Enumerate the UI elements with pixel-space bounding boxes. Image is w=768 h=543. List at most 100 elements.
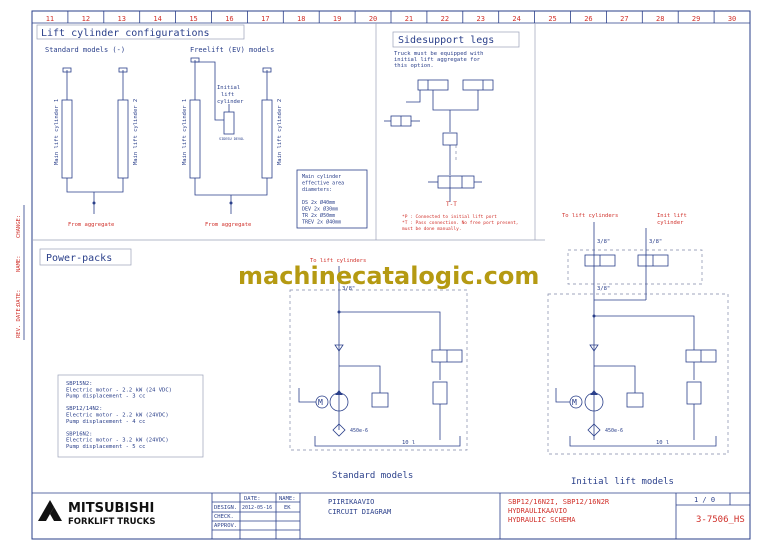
initial-valve-block-boundary — [567, 249, 703, 285]
pipe-node — [92, 201, 96, 205]
initial-cyl-small-label: SIDESU DEVOL — [219, 137, 244, 141]
motor-lead — [298, 388, 316, 403]
sidesupport-title: Sidesupport legs — [398, 35, 494, 46]
diameter-line: diameters: — [302, 187, 332, 193]
throttle-valve — [432, 381, 448, 405]
check-label: CHECK. — [214, 514, 234, 520]
powerpack-specs-box — [57, 374, 204, 458]
powerpack-spec-line: SBP16N2: — [66, 431, 93, 437]
grid-number: 24 — [512, 15, 520, 23]
filter-label: 450e-6 — [605, 428, 623, 434]
design-name: EK — [284, 505, 291, 511]
grid-number: 30 — [728, 15, 736, 23]
freelift-models-heading: Freelift (EV) models — [190, 46, 274, 54]
grid-number: 25 — [548, 15, 556, 23]
sidesupport-cylinders — [406, 79, 494, 132]
from-aggregate-freelift: From aggregate — [205, 222, 251, 228]
diameter-line: Main cylinder — [302, 174, 341, 180]
diameter-line: TREV 2x Ø40mm — [302, 219, 341, 226]
sidesupport-footnote-1: *P : Connected to initial lift port — [402, 214, 497, 220]
to-lift-cylinders-right: To lift cylinders — [562, 213, 618, 219]
freelift-cylinder-2 — [261, 67, 273, 179]
powerpack-spec-line: Pump displacement - 3 cc — [66, 394, 145, 400]
side-label-change: CHANGE: — [16, 215, 22, 238]
grid-number: 21 — [405, 15, 413, 23]
filter-symbol — [332, 423, 346, 437]
freelift-cylinder-1 — [189, 57, 201, 179]
sidesupport-note-3: this option. — [394, 63, 434, 69]
initial-aggregate-boundary — [547, 293, 729, 455]
pump-arrow — [335, 390, 343, 395]
pipe-size-label: 3/8" — [597, 239, 610, 245]
powerpack-spec-line: Electric motor - 2.2 kW (24 VDC) — [66, 387, 172, 393]
design-label: DESIGN. — [214, 505, 237, 511]
sidesupport-footnote-3: must be done manually. — [402, 226, 462, 232]
check-valve — [589, 344, 599, 352]
freelift-cyl2-label: Main lift cylinder 2 — [277, 99, 283, 165]
to-lift-cylinders-label: To lift cylinders — [310, 258, 366, 264]
tank-label: 10 l — [656, 440, 669, 446]
grid-number: 28 — [656, 15, 664, 23]
sidesupport-valve — [384, 115, 482, 202]
return-line — [339, 311, 441, 350]
powerpack-spec-line: SBP12/14N2: — [66, 406, 102, 412]
grid-number: 27 — [620, 15, 628, 23]
grid-number: 11 — [46, 15, 54, 23]
grid-number: 26 — [584, 15, 592, 23]
grid-number: 23 — [477, 15, 485, 23]
powerpack-spec-line: SBP15N2: — [66, 381, 93, 387]
side-label-rev-date: REV. DATE: — [16, 305, 22, 338]
freelift-link — [195, 61, 224, 121]
diameter-line: DEV 2x Ø30mm — [302, 206, 338, 213]
grid-number: 29 — [692, 15, 700, 23]
grid-number: 18 — [297, 15, 305, 23]
sheet-number: 1 / 0 — [694, 496, 715, 504]
powerpacks-title: Power-packs — [46, 253, 112, 264]
side-label-date: DATE: — [16, 289, 22, 306]
document-number: 3-7506_HS — [696, 515, 745, 525]
standard-cylinder-1 — [61, 67, 73, 179]
pipe-node — [229, 201, 233, 205]
init-lift-cyl-1: Init lift — [657, 213, 687, 219]
grid-number: 17 — [261, 15, 269, 23]
mitsubishi-logo-icon — [38, 500, 62, 521]
initial-lift-caption: Initial lift models — [571, 477, 674, 487]
tank — [569, 436, 717, 447]
tank — [314, 436, 461, 447]
tank-label: 10 l — [402, 440, 415, 446]
lift-section-title: Lift cylinder configurations — [41, 28, 210, 39]
grid-number: 16 — [225, 15, 233, 23]
motor-label: M — [572, 398, 577, 407]
powerpack-spec-line: Electric motor - 3.2 kW (24VDC) — [66, 438, 169, 444]
return-line — [594, 315, 695, 350]
subtitle-finnish: HYDRAULIKAAVIO — [508, 507, 567, 515]
design-date: 2012-05-16 — [242, 505, 272, 511]
powerpack-spec-line: Pump displacement - 5 cc — [66, 444, 145, 450]
pipe-size-label: 3/8" — [342, 286, 355, 292]
relief-line — [594, 365, 636, 393]
sidesupport-title-box — [392, 31, 520, 48]
relief-valve — [626, 392, 644, 408]
name-label: NAME: — [279, 496, 296, 502]
initial-cyl-label-2: lift — [221, 92, 234, 98]
pipe-size-label: 3/8" — [597, 286, 610, 292]
motor-lead — [555, 388, 570, 403]
powerpacks-title-box — [39, 248, 132, 266]
initial-cyl-label-1: Initial — [217, 85, 240, 91]
grid-number: 15 — [189, 15, 197, 23]
relief-valve — [371, 392, 389, 408]
diameter-line: TR 2x Ø50mm — [302, 212, 335, 219]
filter-label: 450e-6 — [350, 428, 368, 434]
standard-cylinder-2 — [117, 67, 129, 179]
check-valve — [334, 344, 344, 352]
subtitle-english: HYDRAULIC SCHEMA — [508, 516, 576, 524]
powerpack-spec-line: Electric motor - 2.2 kW (24VDC) — [66, 413, 169, 419]
cyl2-label: Main lift cylinder 2 — [133, 99, 139, 165]
pipe-size-label: 3/8" — [649, 239, 662, 245]
freelift-pipe — [194, 178, 268, 196]
motor-label: M — [318, 398, 323, 407]
